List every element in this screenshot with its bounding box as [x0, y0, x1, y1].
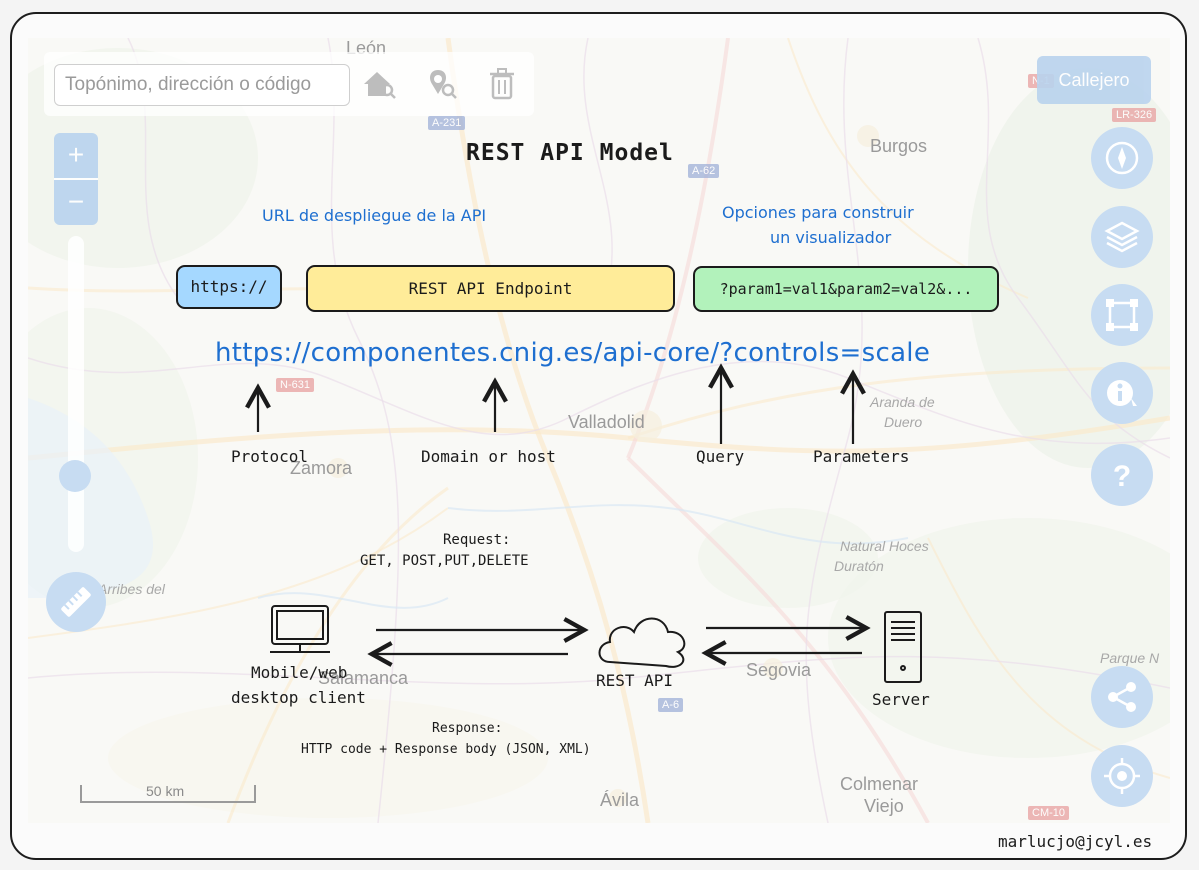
map-label-viejo: Viejo — [864, 796, 904, 816]
share-icon — [1108, 682, 1136, 712]
map-label-duero: Duero — [884, 414, 923, 430]
request-label: Request: — [443, 532, 511, 548]
api-url: https://componentes.cnig.es/api-core/?co… — [215, 338, 931, 368]
trash-icon[interactable] — [484, 66, 522, 102]
map-label-burgos: Burgos — [870, 136, 928, 156]
protocol-label: Protocol — [231, 447, 309, 466]
map-label-parque: Parque N — [1100, 650, 1160, 666]
info-button[interactable] — [1091, 362, 1153, 424]
response-label: Response: — [432, 721, 503, 736]
callejero-button[interactable]: Callejero — [1037, 56, 1151, 104]
map-label-segovia: Segovia — [746, 660, 812, 680]
map-label-valladolid: Valladolid — [568, 412, 645, 432]
crosshair-icon — [1104, 758, 1140, 794]
map-label-salamanca: Salamanca — [318, 668, 409, 688]
svg-text:?: ? — [1113, 460, 1131, 493]
geolocation-button[interactable] — [1091, 745, 1153, 807]
layers-button[interactable] — [1091, 206, 1153, 268]
map-label-zamora: Zamora — [290, 458, 353, 478]
scale-label: 50 km — [146, 783, 185, 799]
options-note-line2: un visualizador — [770, 228, 892, 247]
map-label-hoces2: Duratón — [834, 558, 884, 574]
ruler-button[interactable] — [46, 572, 106, 632]
response-body: HTTP code + Response body (JSON, XML) — [301, 742, 591, 757]
vector-draw-icon — [1106, 299, 1138, 331]
client-label-line1: Mobile/web — [251, 663, 348, 682]
zoom-out-button[interactable]: − — [67, 186, 85, 217]
zoom-in-button[interactable]: + — [67, 139, 85, 170]
map-background[interactable]: León Burgos Valladolid Zamora Aranda de … — [28, 38, 1170, 823]
road-n631: N-631 — [276, 378, 314, 392]
zoom-slider-handle[interactable] — [59, 460, 91, 492]
road-a6: A-6 — [658, 698, 684, 712]
protocol-box: https:// — [176, 265, 282, 309]
map-overlay — [28, 38, 1170, 823]
layers-icon — [1104, 221, 1140, 253]
share-button[interactable] — [1091, 666, 1153, 728]
endpoint-box: REST API Endpoint — [306, 265, 675, 312]
parameters-label: Parameters — [813, 447, 910, 466]
server-label: Server — [872, 690, 930, 709]
compass-button[interactable] — [1091, 127, 1153, 189]
url-note: URL de despliegue de la API — [262, 206, 487, 225]
road-lr326: LR-326 — [1112, 108, 1157, 122]
scale-bar: 50 km — [80, 783, 256, 803]
rest-api-label: REST API — [596, 671, 674, 690]
search-input[interactable]: Topónimo, dirección o código — [54, 64, 350, 106]
diagram-title: REST API Model — [466, 140, 674, 166]
zoom-control: + − — [54, 133, 98, 225]
ruler-icon — [61, 587, 91, 617]
road-a231: A-231 — [428, 116, 466, 130]
road-a62: A-62 — [688, 164, 720, 178]
map-label-avila: Ávila — [600, 790, 640, 810]
client-label-line2: desktop client — [231, 688, 366, 707]
author-email: marlucjo@jcyl.es — [998, 832, 1153, 851]
map-label-arribes: Arribes del — [98, 581, 165, 597]
request-methods: GET, POST,PUT,DELETE — [360, 553, 529, 569]
map-label-colmenar: Colmenar — [840, 774, 919, 794]
help-button[interactable]: ? — [1091, 444, 1153, 506]
map-label-hoces: Natural Hoces — [840, 538, 929, 554]
location-search-icon[interactable] — [424, 66, 462, 102]
options-note-line1: Opciones para construir — [722, 203, 914, 222]
question-icon: ? — [1113, 460, 1131, 493]
home-search-icon[interactable] — [360, 66, 398, 102]
zoom-divider — [54, 178, 98, 180]
info-icon — [1107, 380, 1137, 406]
query-label: Query — [696, 447, 745, 466]
draw-tools-button[interactable] — [1091, 284, 1153, 346]
road-cm10: CM-10 — [1028, 806, 1070, 820]
params-box: ?param1=val1&param2=val2&... — [693, 266, 999, 312]
map-label-aranda: Aranda de — [870, 394, 935, 410]
zoom-slider-track[interactable] — [68, 236, 84, 552]
compass-icon — [1105, 141, 1139, 175]
domain-label: Domain or host — [421, 447, 556, 466]
